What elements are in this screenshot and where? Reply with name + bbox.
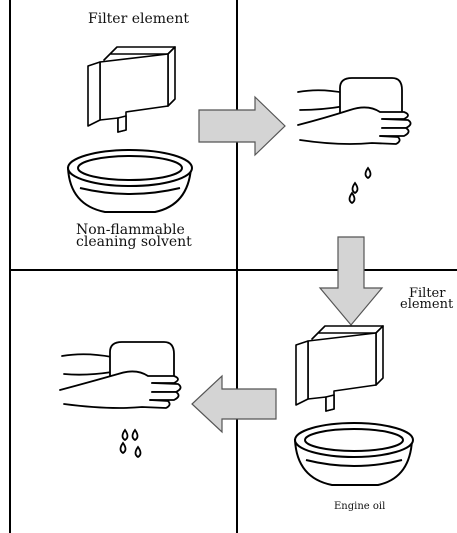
gray-arrow-down xyxy=(318,236,384,326)
basin-icon-bottom xyxy=(293,422,414,486)
solvent-label-line1: Non-flammable xyxy=(76,222,185,238)
gray-arrow-right xyxy=(198,95,286,157)
filter-element-icon-top xyxy=(87,46,176,133)
basin-icon-top xyxy=(66,149,193,213)
filter-element-label-right-line2: element xyxy=(400,297,454,312)
hand-squeezing-icon-bottom xyxy=(59,341,182,409)
dripping-drops-icon-top xyxy=(348,166,372,205)
panel-grid xyxy=(9,0,457,533)
dripping-drops-icon-bottom xyxy=(119,428,142,459)
engine-oil-label: Engine oil xyxy=(334,501,386,512)
hand-squeezing-icon-top xyxy=(297,77,412,145)
gray-arrow-left xyxy=(191,374,277,434)
filter-element-label-top: Filter element xyxy=(88,11,189,27)
filter-element-icon-bottom xyxy=(295,325,384,412)
filter-element-label-right-line1: Filter xyxy=(409,286,446,301)
solvent-label-line2: cleaning solvent xyxy=(76,234,192,250)
